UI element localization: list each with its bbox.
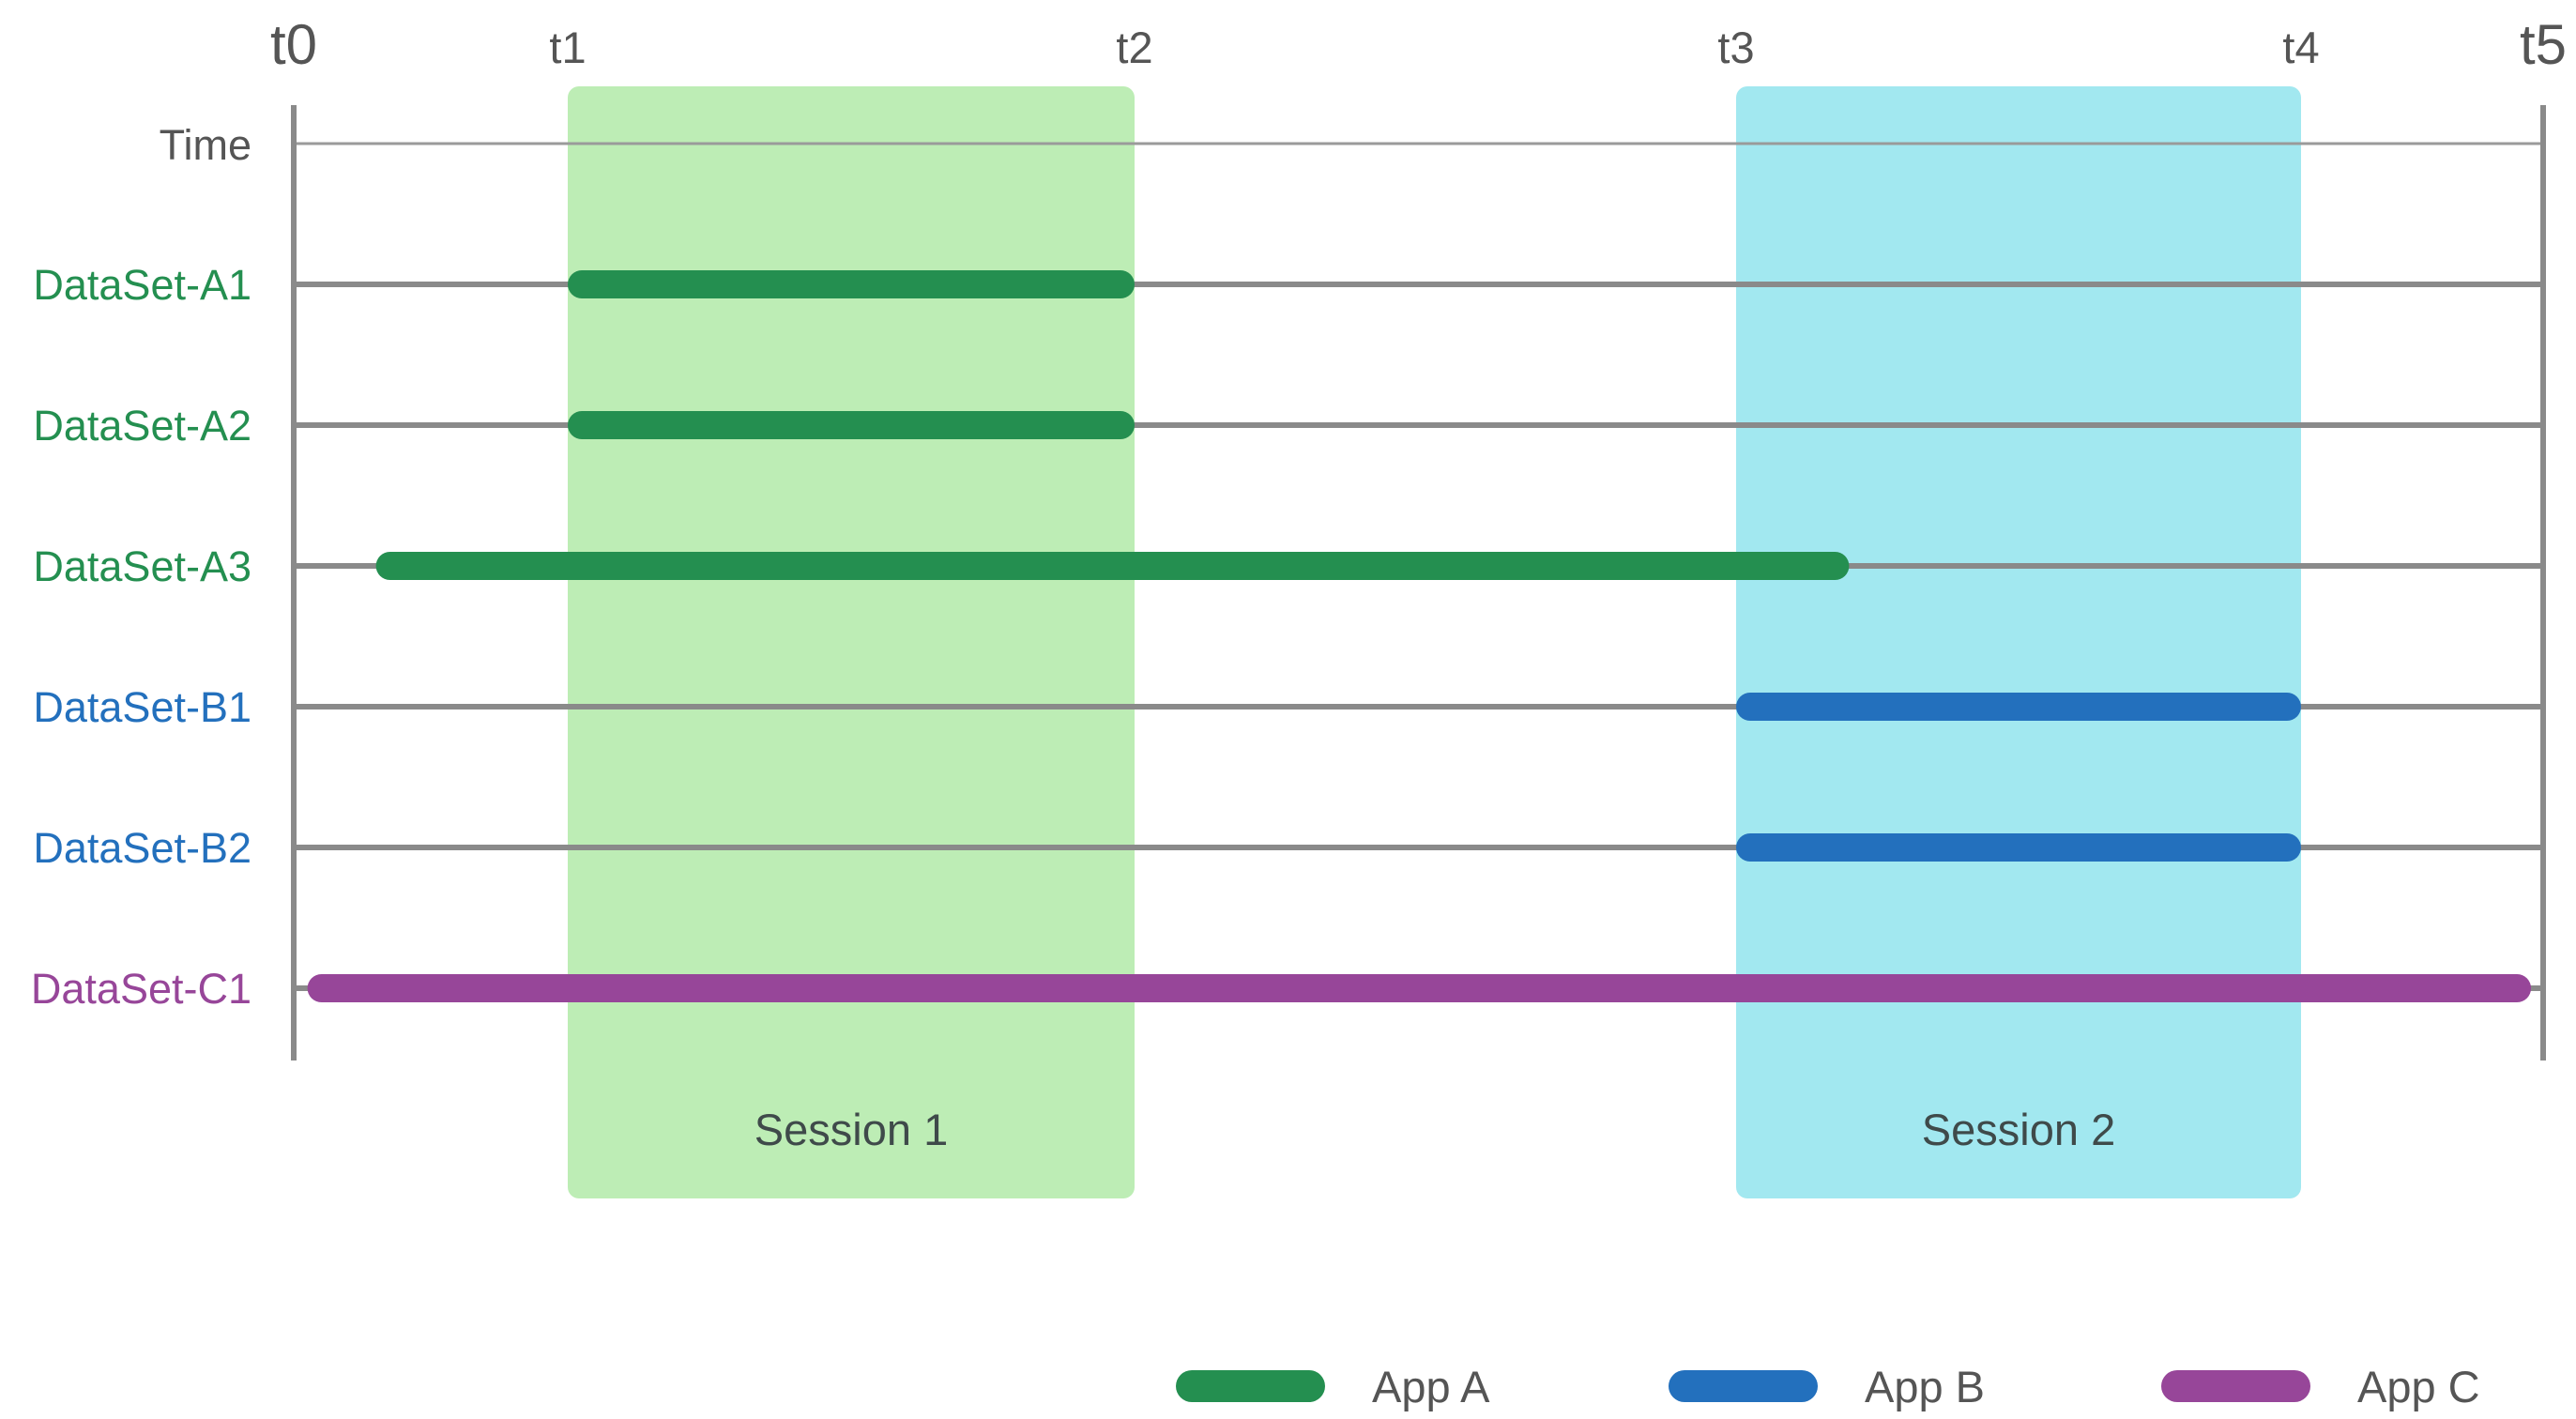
labels-layer: t0 t1 t2 t3 t4 t5TimeDataSet-A1DataSet-A2Data… xyxy=(31,13,2567,1013)
tick-label-t3: t3 xyxy=(1717,23,1754,72)
axes-layer xyxy=(291,105,2546,1060)
row-label-dataset-b1: DataSet-B1 xyxy=(33,683,252,731)
bars-layer xyxy=(307,270,2532,1002)
row-label-dataset-c1: DataSet-C1 xyxy=(31,965,252,1013)
row-label-dataset-a3: DataSet-A3 xyxy=(33,542,252,590)
tick-label-t5: t5 xyxy=(2520,13,2567,76)
time-row-label: Time xyxy=(160,121,252,169)
session-box-1 xyxy=(568,86,1135,1198)
session-label-2: Session 2 xyxy=(1922,1105,2115,1154)
session-label-1: Session 1 xyxy=(755,1105,948,1154)
tick-label-t4: t4 xyxy=(2282,23,2319,72)
sessions-layer: Session 1 Session 2 xyxy=(568,86,2301,1198)
legend-label-app-c: App C xyxy=(2357,1362,2480,1411)
row-label-dataset-a1: DataSet-A1 xyxy=(33,261,252,309)
tick-label-t0: t0 xyxy=(270,13,317,76)
row-label-dataset-a2: DataSet-A2 xyxy=(33,402,252,450)
session-box-2 xyxy=(1736,86,2301,1198)
tick-label-t1: t1 xyxy=(549,23,586,72)
tick-label-t2: t2 xyxy=(1116,23,1152,72)
row-label-dataset-b2: DataSet-B2 xyxy=(33,824,252,872)
legend-label-app-b: App B xyxy=(1865,1362,1985,1411)
legend-label-app-a: App A xyxy=(1372,1362,1490,1411)
legend: App A App B App C xyxy=(1176,1362,2480,1411)
